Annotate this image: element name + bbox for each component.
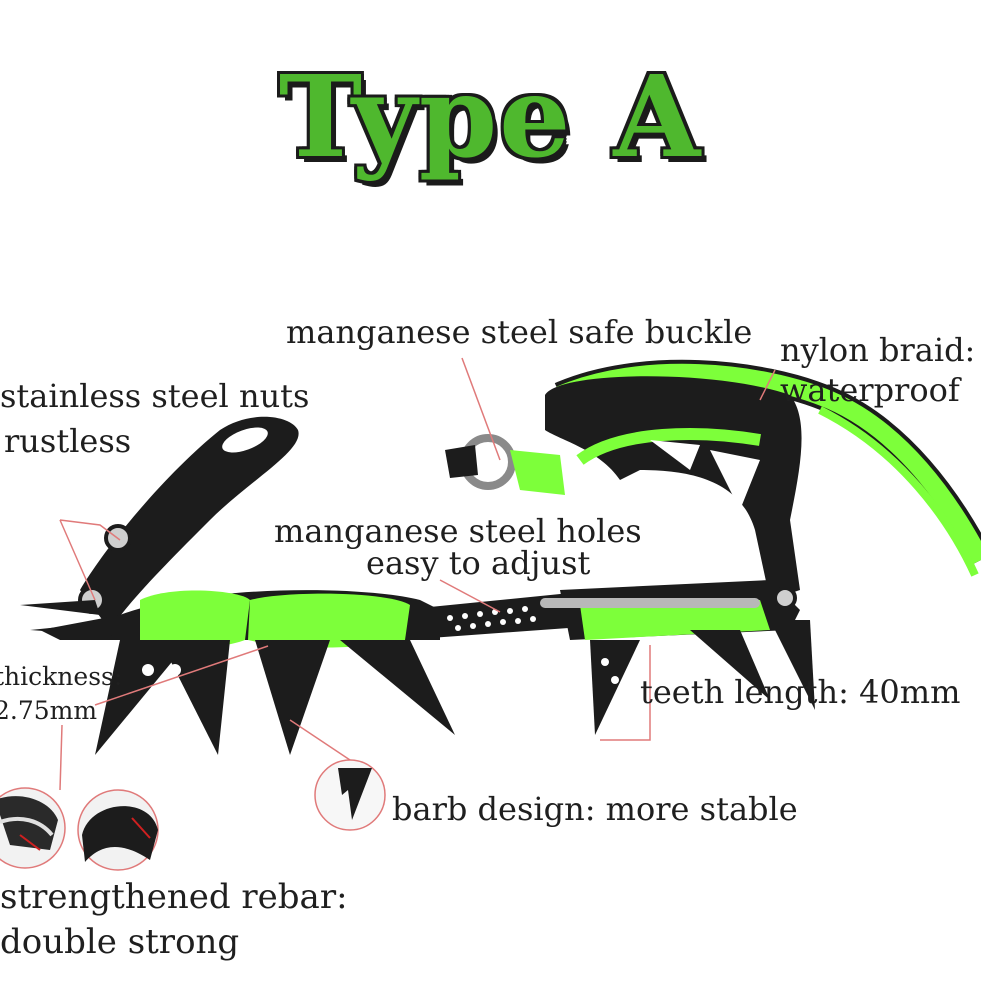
rebar-detail-circle xyxy=(0,787,66,869)
label-teeth: teeth length: 40mm xyxy=(640,673,961,711)
label-thickness-line1: thickness: xyxy=(0,662,123,691)
label-holes-line1: manganese steel holes xyxy=(274,512,642,550)
label-nylon-line2: waterproof xyxy=(780,371,960,409)
front-pad-left xyxy=(140,590,250,648)
toe-bail xyxy=(80,416,299,630)
label-buckle: manganese steel safe buckle xyxy=(286,313,753,351)
label-nylon-line1: nylon braid: xyxy=(780,331,976,369)
front-teeth xyxy=(20,600,455,755)
label-thickness-line2: 2.75mm xyxy=(0,696,98,725)
label-barb: barb design: more stable xyxy=(392,790,798,828)
callout-lines xyxy=(59,357,776,791)
adjust-holes xyxy=(447,606,536,631)
label-holes-line2: easy to adjust xyxy=(366,544,591,582)
label-nuts-line2: rustless xyxy=(4,422,132,460)
rear-nut xyxy=(773,586,797,610)
rebar-detail-circle-2 xyxy=(77,789,159,871)
barb-detail-circle xyxy=(314,759,386,831)
front-pad-right xyxy=(248,593,410,648)
page-title: Type A xyxy=(278,52,703,183)
label-rebar-line1: strengthened rebar: xyxy=(0,877,348,917)
label-nuts-line1: stainless steel nuts xyxy=(0,377,310,415)
label-rebar-line2: double strong xyxy=(0,922,240,962)
